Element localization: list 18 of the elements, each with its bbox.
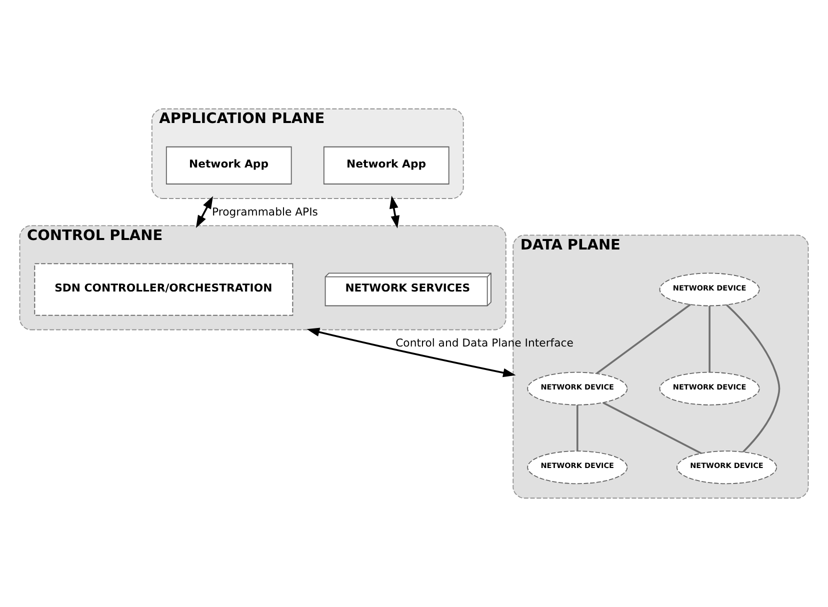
node-ellipse: NETWORK DEVICE <box>659 372 760 406</box>
connector <box>726 304 780 452</box>
edge-label: Control and Data Plane Interface <box>396 336 574 350</box>
node-box: Network App <box>166 146 292 184</box>
node-ellipse: NETWORK DEVICE <box>659 272 760 306</box>
node-ellipse: NETWORK DEVICE <box>527 372 628 406</box>
node-ellipse: NETWORK DEVICE <box>676 450 778 484</box>
arrow <box>306 328 516 378</box>
edge-label: Programmable APIs <box>212 205 318 218</box>
node-ellipse: NETWORK DEVICE <box>527 450 628 484</box>
connector <box>708 306 710 372</box>
connector <box>602 402 702 454</box>
node-box: Network App <box>323 146 450 184</box>
arrow <box>196 196 214 228</box>
connector <box>576 405 578 451</box>
connector <box>596 304 691 374</box>
node-box: SDN CONTROLLER/ORCHESTRATION <box>34 263 294 316</box>
arrow <box>389 196 400 228</box>
